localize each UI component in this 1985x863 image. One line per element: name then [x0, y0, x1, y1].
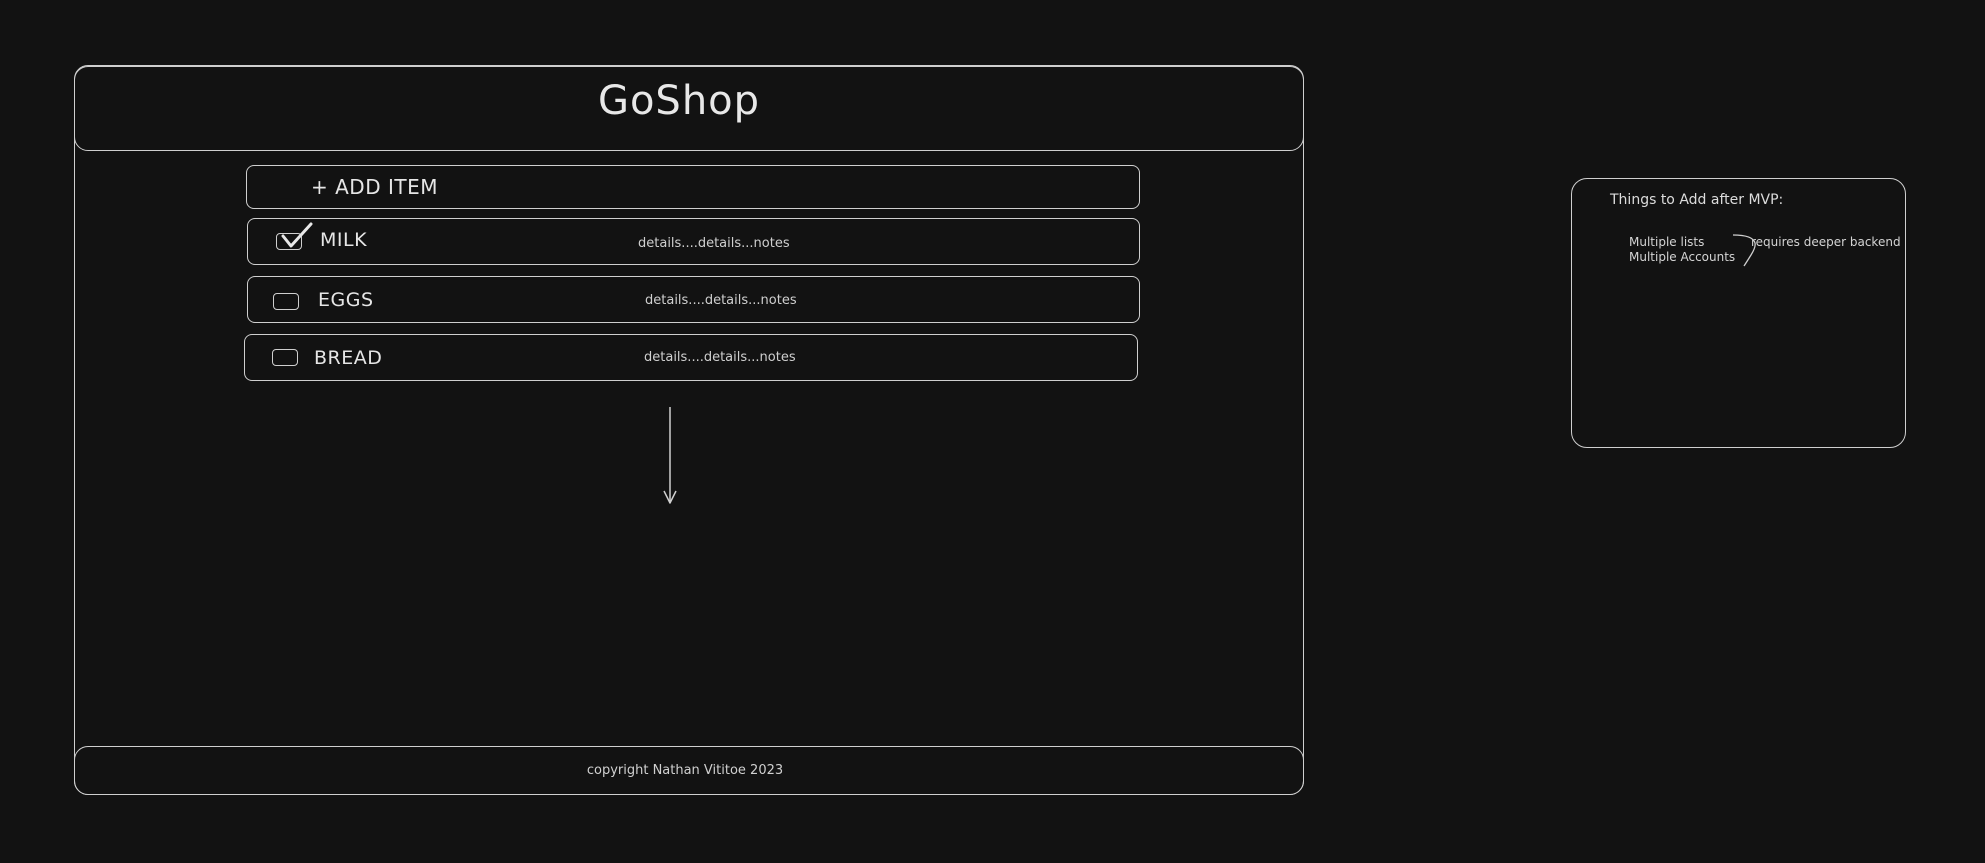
list-item-eggs[interactable]: EGGS details....details...notes [247, 276, 1140, 323]
brace-icon [1732, 234, 1756, 267]
notes-title: Things to Add after MVP: [1610, 192, 1784, 208]
app-header: GoShop [74, 66, 1304, 151]
feature-multiple-accounts: Multiple Accounts [1629, 250, 1736, 264]
feature-multiple-lists: Multiple lists [1629, 235, 1705, 249]
item-name-eggs: EGGS [318, 289, 374, 311]
item-details-eggs: details....details...notes [645, 293, 797, 308]
item-name-milk: MILK [320, 229, 368, 251]
item-details-bread: details....details...notes [644, 350, 796, 365]
item-details-milk: details....details...notes [638, 236, 790, 251]
item-name-bread: BREAD [314, 347, 383, 369]
checkbox-milk[interactable] [276, 233, 302, 250]
app-title: GoShop [597, 77, 761, 124]
mvp-notes-box: Things to Add after MVP: Multiple lists … [1571, 178, 1906, 448]
app-footer: copyright Nathan Vititoe 2023 [74, 746, 1304, 795]
add-item-label: + ADD ITEM [311, 175, 438, 199]
checkbox-bread[interactable] [272, 349, 298, 366]
down-arrow-icon [663, 407, 677, 504]
add-item-button[interactable]: + ADD ITEM [246, 165, 1140, 209]
notes-annotation: requires deeper backend [1751, 235, 1901, 249]
checkbox-eggs[interactable] [273, 293, 299, 310]
checkmark-icon [281, 222, 313, 248]
list-item-milk[interactable]: MILK details....details...notes [247, 218, 1140, 265]
copyright-text: copyright Nathan Vititoe 2023 [586, 763, 784, 778]
list-item-bread[interactable]: BREAD details....details...notes [244, 334, 1138, 381]
